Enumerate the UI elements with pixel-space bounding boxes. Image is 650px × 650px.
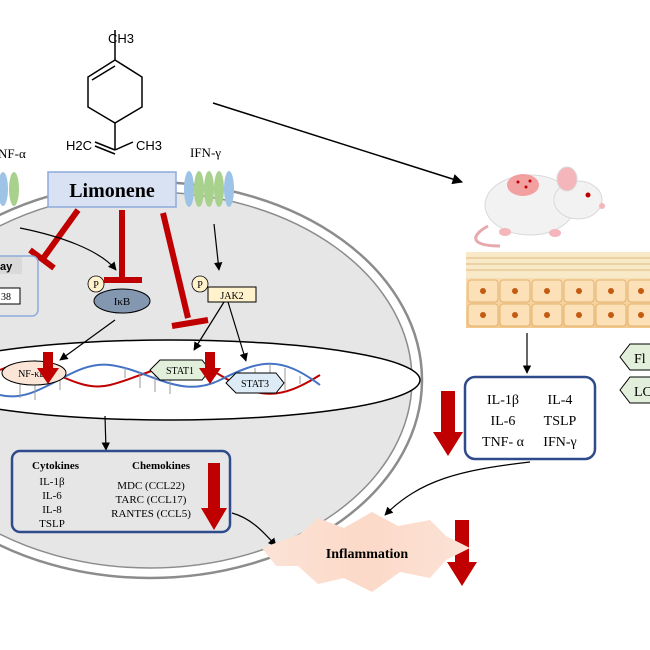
mouse-icon (474, 166, 605, 248)
pathway-partial-label: ay (0, 261, 13, 273)
chemokine-item: RANTES (CCL5) (111, 508, 191, 520)
phospho-icon (87, 275, 105, 293)
receptor-icon (184, 171, 234, 207)
cell-cytokine-box (10, 449, 232, 534)
tnf-receptor-label: NF-α (0, 146, 26, 161)
partial-tag-label: Fl (634, 352, 646, 367)
mouse-cytokine-item: IL-1β (487, 393, 519, 408)
to-inflammation-arrow (384, 461, 531, 516)
limonene-box (47, 171, 177, 208)
down-arrow-icon (37, 352, 227, 530)
phospho-label: P (93, 280, 99, 291)
stat3-label: STAT3 (241, 379, 269, 390)
skin-tissue-icon (466, 252, 650, 328)
stat1-label: STAT1 (166, 366, 194, 377)
ikb-label: IκB (114, 296, 131, 308)
mouse-cytokine-item: IL-4 (548, 393, 573, 408)
ikb-node (93, 288, 151, 314)
mouse-cytokine-box (463, 375, 597, 461)
down-arrow-icon (433, 391, 477, 586)
chemokines-title: Chemokines (132, 460, 191, 472)
h2c-label: H2C (66, 138, 92, 153)
cytokine-item: TSLP (39, 518, 65, 530)
jak-phospho-label: P (197, 280, 203, 291)
nfkb-label: NF-κB (18, 369, 46, 380)
cytokine-item: IL-1β (39, 476, 65, 488)
chemokine-item: TARC (CCL17) (116, 494, 187, 506)
cytokine-item: IL-6 (42, 490, 62, 502)
pathway-sub-label: 38 (1, 292, 11, 303)
mouse-cytokine-item: TSLP (544, 414, 577, 429)
partial-tag (619, 376, 650, 404)
partial-tag (619, 343, 650, 371)
chemokine-item: MDC (CCL22) (117, 480, 185, 492)
receptor-icon (0, 172, 19, 206)
cytokine-item: IL-8 (42, 504, 62, 516)
methyl-bottom-label: CH3 (136, 138, 162, 153)
jak2-node (207, 286, 257, 303)
pathway-header (0, 256, 22, 274)
mouse-cytokine-item: TNF- α (482, 435, 525, 450)
cytokines-title: Cytokines (32, 460, 80, 472)
pathway-sub-box (0, 287, 21, 305)
ifn-receptor-label: IFN-γ (190, 145, 221, 160)
mouse-cytokine-item: IFN-γ (543, 435, 576, 450)
jak2-label: JAK2 (220, 291, 243, 302)
pathway-box (0, 255, 39, 317)
mouse-cytokine-item: IL-6 (491, 414, 516, 429)
limonene-molecule-icon (87, 30, 143, 155)
inhibition-icon (28, 208, 209, 329)
inflammation-label: Inflammation (326, 547, 409, 562)
to-mouse-arrow (212, 102, 464, 185)
stat3-node (225, 372, 285, 394)
partial-tag-label: LC (634, 385, 650, 400)
methyl-top-label: CH3 (108, 31, 134, 46)
burst-icon (262, 512, 470, 592)
phospho-icon (191, 275, 209, 293)
limonene-label: Limonene (69, 180, 155, 202)
